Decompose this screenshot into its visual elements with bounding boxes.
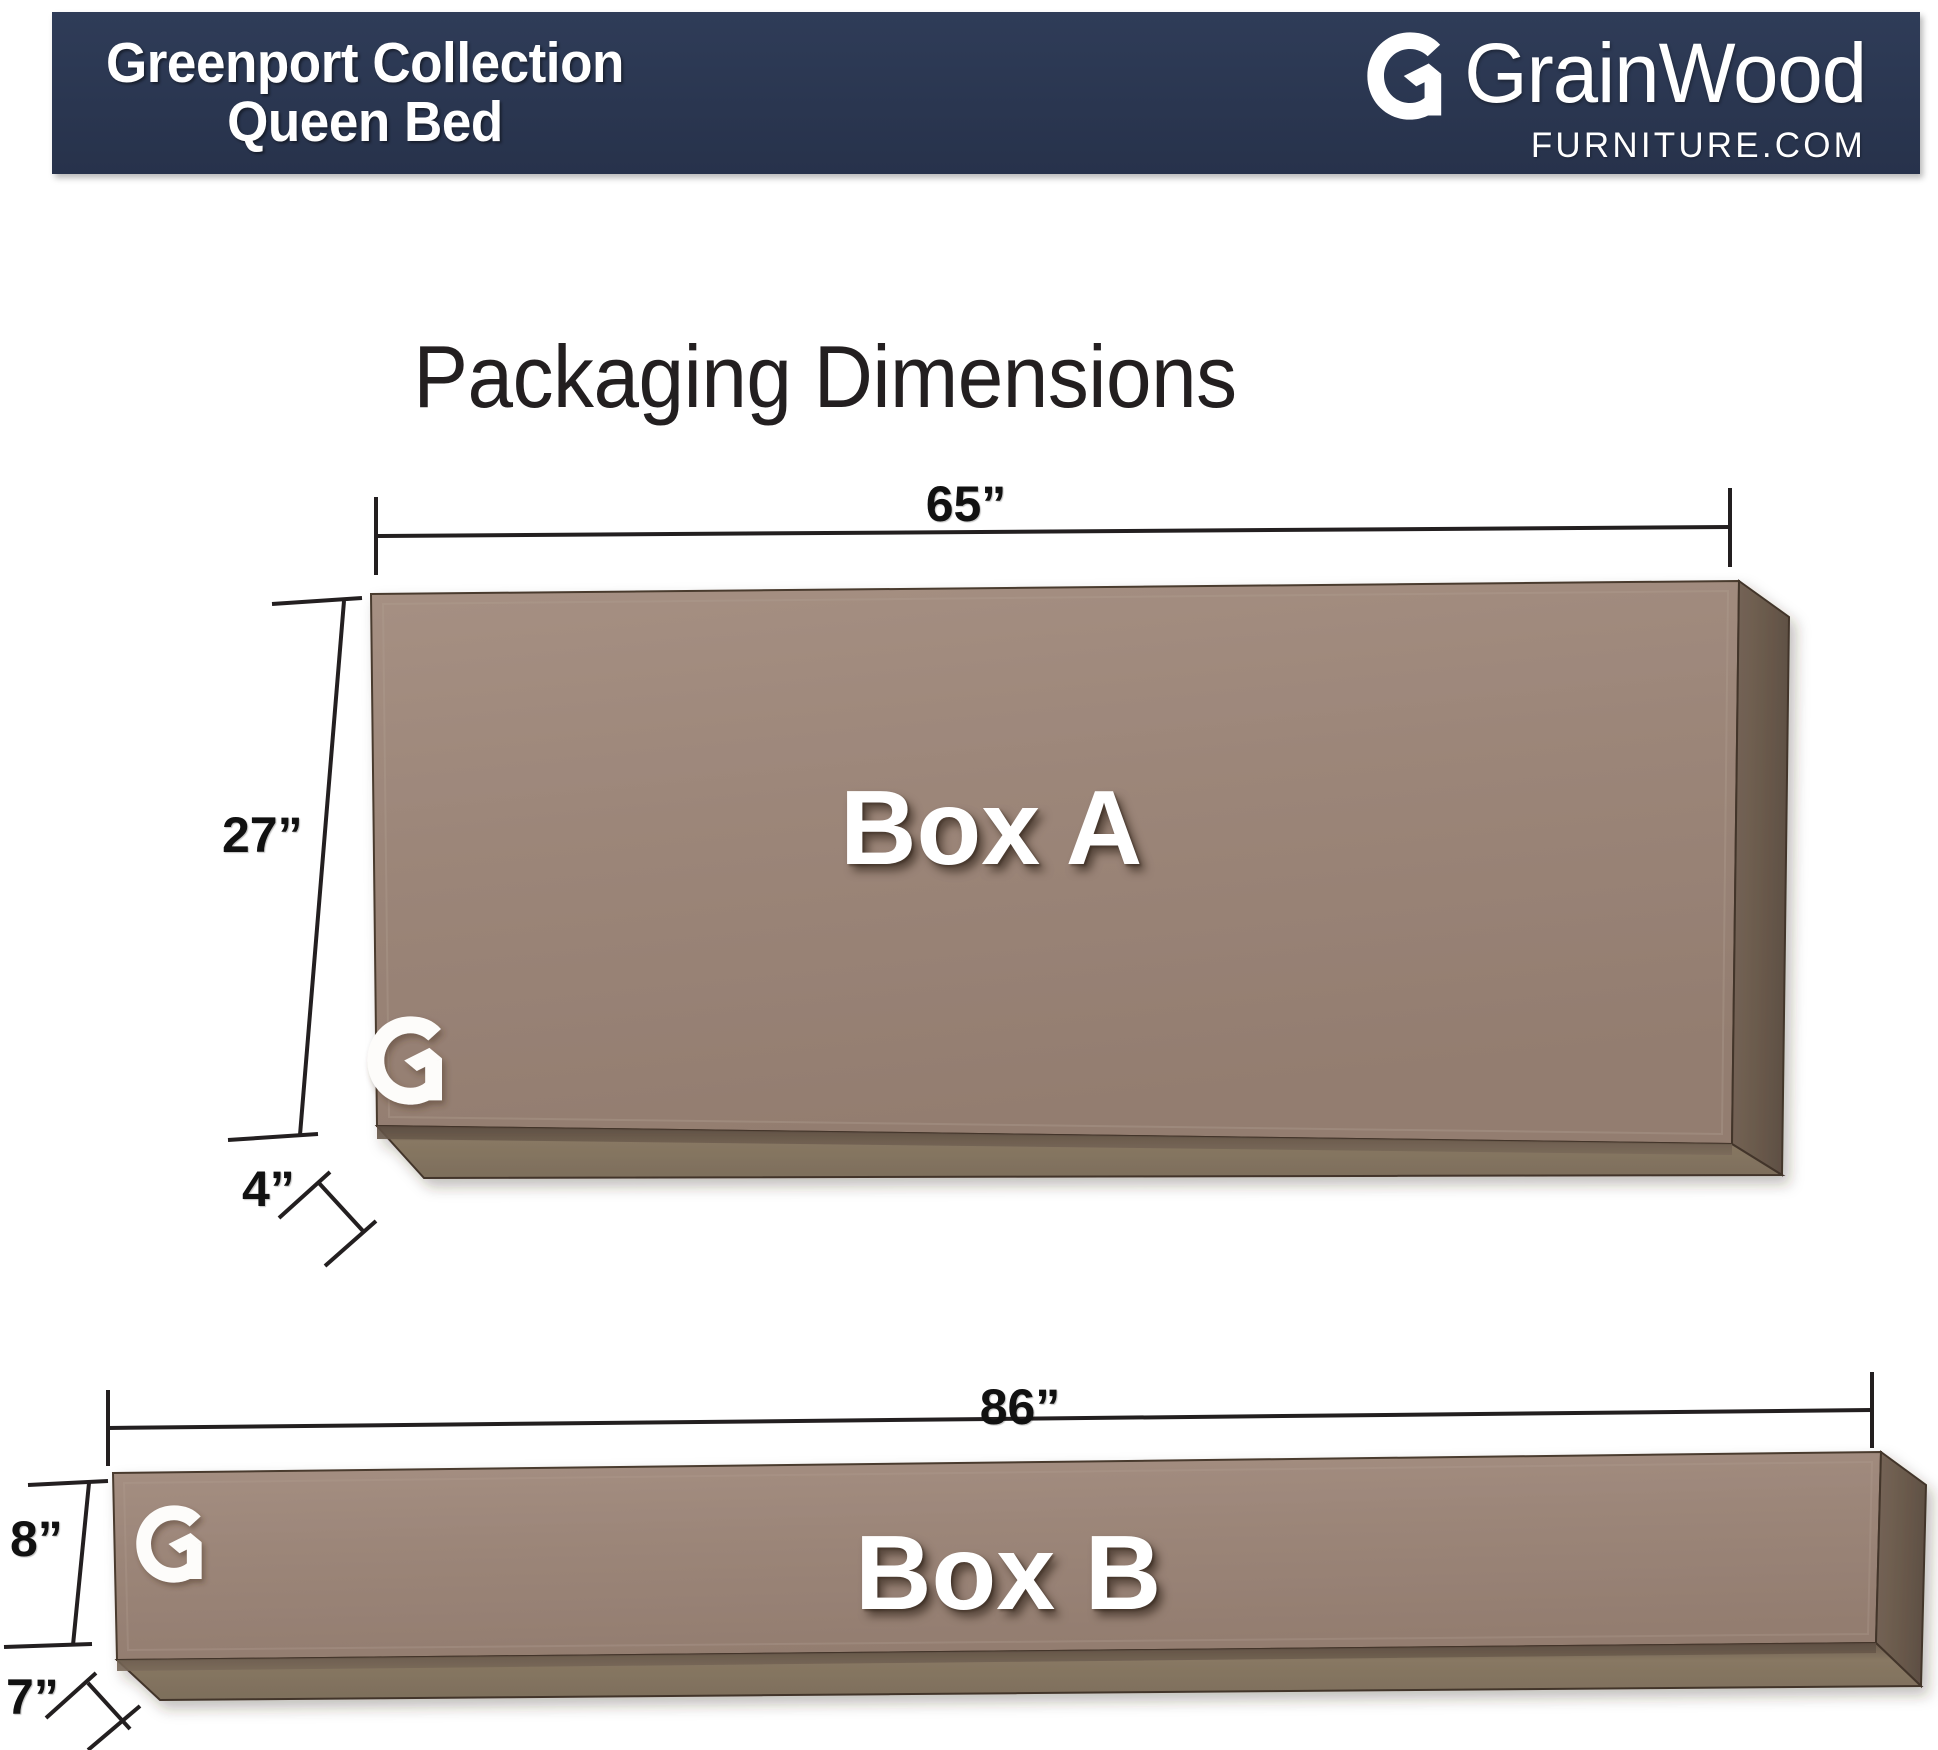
brand-logo: GrainWood FURNITURE.COM: [1358, 20, 1872, 166]
dimension-label-box-b-height: 8”: [10, 1511, 63, 1567]
page-title: Greenport Collection Queen Bed: [106, 30, 624, 154]
brand-subtext: FURNITURE.COM: [1530, 126, 1866, 165]
dimension-label-box-b-width: 86”: [979, 1379, 1061, 1435]
grainwood-g-icon: [1367, 32, 1441, 120]
box-b-caption: Box B: [855, 1514, 1162, 1632]
dimension-label-box-a-depth: 4”: [242, 1161, 295, 1217]
dimension-label-box-b-depth: 7”: [6, 1669, 59, 1725]
section-title: Packaging Dimensions: [413, 327, 1237, 426]
dimension-label-box-a-height: 27”: [222, 807, 303, 863]
box-a-caption: Box A: [840, 769, 1143, 887]
dimension-label-box-a-width: 65”: [925, 476, 1007, 532]
box-a-watermark-icon: [367, 1016, 442, 1105]
header-bar: Greenport Collection Queen Bed GrainWood…: [52, 12, 1920, 174]
brand-wordmark: GrainWood: [1463, 26, 1867, 121]
box-b-watermark-icon: [136, 1505, 202, 1583]
